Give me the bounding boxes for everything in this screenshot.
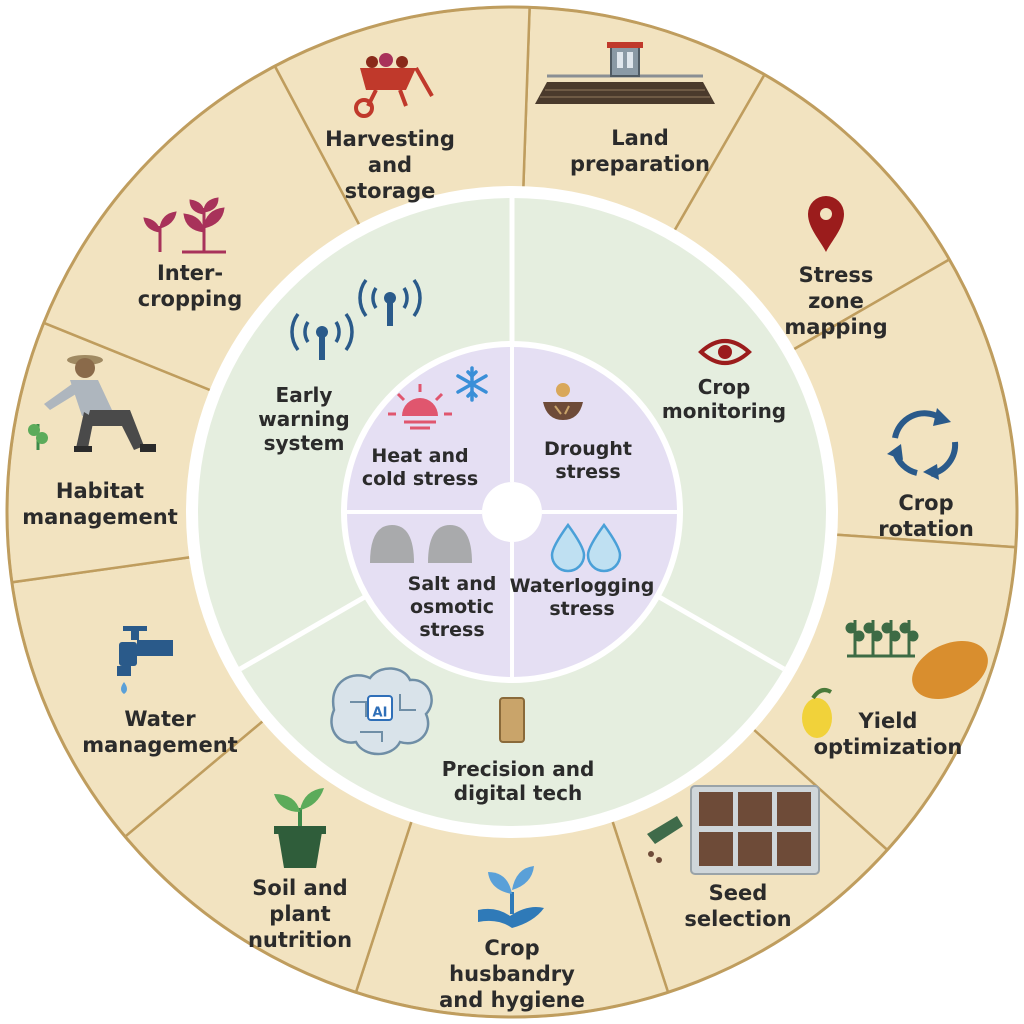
middle-ring-separators (238, 198, 786, 672)
outer-ring-label-line: management (82, 733, 238, 757)
outer-ring-label-line: Stress (799, 263, 874, 287)
outer-ring-label-line: optimization (814, 735, 963, 759)
smartphone-icon (499, 697, 525, 743)
middle-separator (656, 593, 786, 672)
outer-ring-label-line: storage (345, 179, 436, 203)
outer-ring-label-line: Harvesting (325, 127, 455, 151)
seed-tray-icon (647, 785, 820, 875)
center-hole (482, 482, 542, 542)
middle-ring-label-line: system (264, 431, 345, 455)
plants-icon (143, 197, 226, 254)
outer-ring-label-line: husbandry (449, 962, 575, 986)
outer-ring-border (5, 5, 1019, 1019)
produce-icon (802, 620, 988, 738)
inner-ring-label-line: Salt and (408, 573, 497, 595)
outer-ring-label-line: nutrition (248, 928, 352, 952)
water-tap-icon (117, 626, 173, 694)
inner-ring-label-line: Heat and (371, 445, 468, 467)
inner-ring-label-line: osmotic (410, 596, 494, 618)
outer-ring-label-line: and hygiene (439, 988, 585, 1012)
eye-icon (698, 339, 752, 365)
outer-ring-label-line: Habitat (56, 479, 144, 503)
middle-ring-label-line: Crop (698, 375, 751, 399)
middle-ring-label-line: warning (258, 407, 349, 431)
inner-ring-label-line: cold stress (362, 468, 478, 490)
inner-ring-label-line: Waterlogging (510, 575, 655, 597)
outer-ring-label-line: Crop (898, 491, 953, 515)
antenna-icon (290, 312, 354, 360)
middle-ring-label-line: Early (276, 383, 333, 407)
ai-brain-icon: AI (330, 667, 433, 756)
inner-ring-label-line: stress (555, 461, 620, 483)
potted-seedling-icon (274, 788, 326, 868)
outer-ring-label-line: Crop (484, 936, 539, 960)
ai-badge: AI (373, 706, 388, 721)
outer-ring-label-line: management (22, 505, 178, 529)
outer-ring-label-line: Water (124, 707, 196, 731)
outer-ring-label-line: mapping (784, 315, 887, 339)
dry-soil-icon (543, 383, 583, 420)
middle-ring-label-line: Precision and (442, 757, 595, 781)
inner-ring-label-line: stress (419, 619, 484, 641)
water-drops-icon (550, 522, 622, 573)
salt-piles-icon (370, 525, 472, 563)
hand-seedling-icon (478, 866, 544, 928)
wheelbarrow-icon (354, 53, 434, 118)
sun-icon (388, 384, 452, 430)
outer-ring-label-line: zone (808, 289, 864, 313)
tractor-field-icon (535, 42, 715, 104)
middle-separator (238, 593, 368, 672)
rotation-arrows-icon (887, 408, 959, 480)
inner-ring-label-line: Drought (544, 438, 632, 460)
middle-ring-label-line: monitoring (662, 399, 786, 423)
antenna-icon (358, 278, 422, 326)
outer-ring-label-line: Soil and (252, 876, 347, 900)
farmer-kneeling-icon (28, 355, 156, 452)
outer-ring-label-line: cropping (138, 287, 242, 311)
inner-ring-separators (344, 344, 680, 680)
outer-ring-label-line: preparation (570, 152, 710, 176)
outer-ring-label-line: plant (269, 902, 330, 926)
outer-ring-label-line: selection (684, 907, 791, 931)
outer-ring-label-line: Seed (709, 881, 768, 905)
location-pin-icon (808, 196, 844, 252)
inner-ring-label-line: stress (549, 598, 614, 620)
outer-ring-label-line: Land (611, 126, 669, 150)
outer-ring-label-line: Yield (858, 709, 918, 733)
middle-ring-label-line: digital tech (454, 781, 582, 805)
outer-ring-label-line: and (368, 153, 412, 177)
outer-ring-label-line: Inter- (157, 261, 223, 285)
snowflake-icon (456, 366, 488, 402)
outer-ring-label: Inter-cropping (138, 261, 242, 311)
outer-ring-label-line: rotation (878, 517, 974, 541)
